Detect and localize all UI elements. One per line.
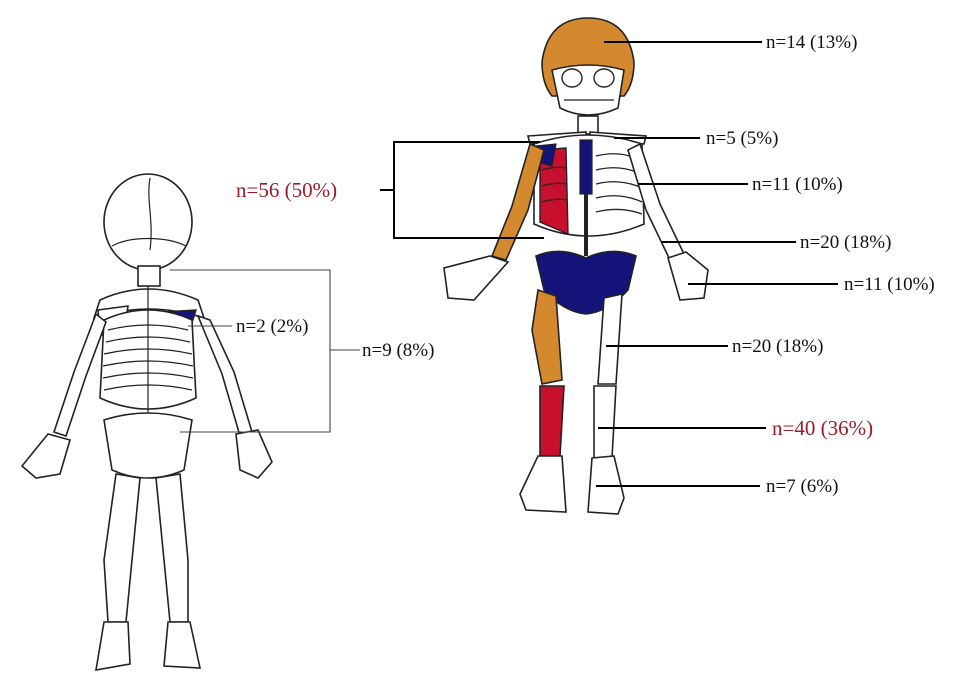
posterior-left-hand	[22, 434, 70, 478]
tibia-fibula-count-label: n=40 (36%)	[772, 416, 873, 440]
posterior-right-hand	[236, 430, 272, 478]
anterior-skeleton	[444, 18, 708, 514]
posterior-skeleton	[22, 174, 272, 670]
anterior-left-hand	[444, 256, 508, 300]
skull-count-label: n=14 (13%)	[766, 32, 857, 53]
posterior-right-leg	[156, 474, 188, 622]
scapula-count-label: n=2 (2%)	[236, 316, 308, 337]
anterior-right-tibia	[594, 386, 616, 458]
sternum-highlight	[580, 140, 592, 194]
left-femur-highlight	[532, 290, 562, 384]
posterior-right-foot	[164, 622, 200, 668]
foot-count-label: n=7 (6%)	[766, 476, 838, 497]
thorax-count-label: n=56 (50%)	[236, 178, 337, 202]
femur-count-label: n=20 (18%)	[732, 336, 823, 357]
posterior-skull	[104, 174, 192, 270]
right-orbit	[594, 69, 614, 87]
humerus-count-label: n=11 (10%)	[752, 174, 843, 195]
upper-trunk-count-label: n=9 (8%)	[362, 340, 434, 361]
anterior-neck	[578, 116, 598, 134]
posterior-pelvis	[104, 413, 192, 478]
anterior-face	[552, 65, 624, 115]
posterior-left-arm	[54, 314, 106, 436]
anterior-right-hand	[668, 252, 708, 300]
posterior-left-foot	[96, 622, 130, 670]
posterior-neck	[138, 266, 160, 286]
left-orbit	[562, 69, 582, 87]
clavicle-count-label: n=5 (5%)	[706, 128, 778, 149]
anterior-left-foot	[520, 456, 566, 512]
forearm-count-label: n=20 (18%)	[800, 232, 891, 253]
posterior-left-leg	[104, 474, 140, 622]
hand-count-label: n=11 (10%)	[844, 274, 935, 295]
left-tibia-highlight	[540, 386, 564, 456]
